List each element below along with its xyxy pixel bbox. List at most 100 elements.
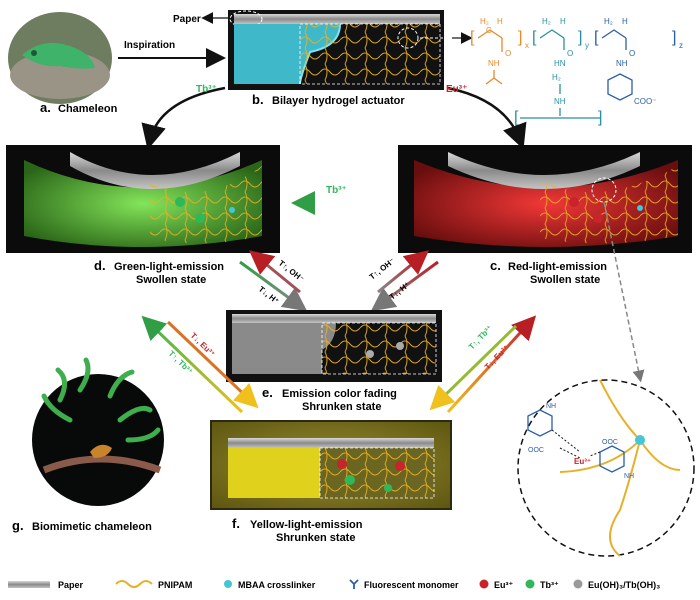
panel-caption-d: Green-light-emission	[114, 261, 224, 273]
right-reversible-arrows: T↑, OH⁻ T↓, H⁺	[368, 250, 439, 312]
red-paper-strip	[448, 152, 640, 189]
svg-text:NH: NH	[554, 97, 566, 106]
legend-label-eu: Eu³⁺	[494, 580, 513, 590]
legend-label-pnipam: PNIPAM	[158, 580, 192, 590]
panel-b: Paper b. Bilayer hydrogel actuator	[173, 10, 452, 107]
chameleon-icon	[22, 42, 95, 69]
green-paper-strip	[70, 152, 240, 189]
panel-letter-a: a.	[40, 100, 51, 115]
panel-c: c. Red-light-emission Swollen state	[398, 145, 692, 286]
panel-caption2-f: Shrunken state	[276, 532, 355, 544]
panel-caption-f: Yellow-light-emission	[250, 519, 363, 531]
legend-swatch-paper	[8, 581, 50, 588]
legend-label-hydroxide: Eu(OH)₃/Tb(OH)₃	[588, 580, 660, 590]
subscript-y: y	[585, 41, 589, 50]
svg-text:H₂: H₂	[542, 17, 551, 26]
zoom-circle	[517, 379, 695, 557]
legend-swatch-mbaa	[224, 580, 232, 588]
subscript-z: z	[679, 41, 683, 50]
tb-exchange-label: Tb³⁺	[326, 185, 347, 196]
gel-network	[300, 24, 440, 84]
panel-letter-c: c.	[490, 258, 501, 273]
panel-letter-b: b.	[252, 92, 264, 107]
legend-swatch-tb	[525, 579, 535, 589]
svg-text:[: [	[514, 109, 519, 126]
subscript-x: x	[525, 41, 529, 50]
eu-ion-label: Eu³⁺	[446, 84, 467, 95]
svg-text:O: O	[567, 49, 573, 58]
chemical-structure: [ H₂ H C O NH ] x [ H₂ H O HN H₂ NH [ ] …	[452, 17, 683, 126]
left-reversible-arrows: T↑, OH⁻ T↓, H⁺	[239, 250, 308, 312]
svg-text:H: H	[497, 17, 503, 26]
zoom-eu-label: Eu³⁺	[574, 457, 591, 466]
lower-right-arrows: T↑, Tb³⁺ T↓, Eu³⁺	[429, 315, 537, 414]
right-pair-up-label: T↑, OH⁻	[368, 256, 397, 281]
svg-text:COO⁻: COO⁻	[634, 97, 656, 106]
svg-text:[: [	[470, 29, 475, 46]
legend-label-paper: Paper	[58, 580, 84, 590]
legend-swatch-hydroxide	[573, 579, 583, 589]
faded-gel	[232, 323, 336, 374]
inspiration-label: Inspiration	[124, 40, 175, 51]
svg-text:O: O	[629, 49, 635, 58]
panel-f: f. Yellow-light-emission Shrunken state	[210, 420, 452, 544]
panel-e: e. Emission color fading Shrunken state	[226, 310, 442, 413]
svg-text:OOC: OOC	[528, 447, 544, 454]
svg-text:C: C	[486, 26, 492, 35]
right-pair-down-label: T↓, H⁺	[388, 280, 412, 301]
panel-caption-e: Emission color fading	[282, 388, 397, 400]
legend-swatch-eu	[479, 579, 489, 589]
inspiration-link: Inspiration	[118, 40, 226, 68]
zoom-inset: NH NH OOC OOC Eu³⁺	[517, 201, 695, 557]
left-pair-up-label: T↑, OH⁻	[277, 258, 306, 283]
panel-caption-b: Bilayer hydrogel actuator	[272, 95, 405, 107]
paper-label: Paper	[173, 14, 201, 25]
lower-right-eu-label: T↓, Eu³⁺	[483, 343, 511, 371]
svg-text:H₂: H₂	[480, 17, 489, 26]
paper-layer	[234, 14, 440, 24]
tb-exchange-arrow: Tb³⁺	[291, 185, 382, 215]
panel-letter-f: f.	[232, 516, 240, 531]
svg-text:H: H	[622, 17, 628, 26]
svg-text:]: ]	[578, 29, 582, 46]
svg-text:NH: NH	[616, 59, 628, 68]
panel-a: a. Chameleon	[8, 12, 118, 115]
panel-caption-g: Biomimetic chameleon	[32, 521, 152, 533]
svg-text:NH: NH	[488, 59, 500, 68]
panel-d: d. Green-light-emission Swollen state	[6, 145, 280, 286]
panel-caption2-e: Shrunken state	[302, 401, 381, 413]
svg-text:HN: HN	[554, 59, 566, 68]
svg-text:[: [	[594, 29, 599, 46]
svg-text:H: H	[560, 17, 566, 26]
panel-g: g. Biomimetic chameleon	[12, 357, 164, 533]
panel-letter-g: g.	[12, 518, 24, 533]
yellow-gel	[228, 448, 320, 498]
svg-text:H₂: H₂	[604, 17, 613, 26]
svg-text:NH: NH	[624, 473, 634, 480]
panel-letter-e: e.	[262, 385, 273, 400]
svg-text:]: ]	[518, 29, 522, 46]
legend-label-fluor: Fluorescent monomer	[364, 580, 459, 590]
svg-text:NH: NH	[546, 403, 556, 410]
mini-chameleon-icon	[90, 444, 112, 458]
svg-text:]: ]	[672, 29, 676, 46]
ion-branches: Tb³⁺ Eu³⁺	[141, 84, 527, 150]
svg-text:H₂: H₂	[552, 73, 561, 82]
lower-right-tb-label: T↑, Tb³⁺	[467, 324, 494, 352]
panel-caption-a: Chameleon	[58, 103, 118, 115]
legend: Paper PNIPAM MBAA crosslinker Fluorescen…	[8, 579, 660, 590]
svg-text:OOC: OOC	[602, 439, 618, 446]
panel-caption2-c: Swollen state	[530, 274, 600, 286]
panel-caption2-d: Swollen state	[136, 274, 206, 286]
legend-swatch-fluor	[349, 579, 359, 589]
svg-text:O: O	[505, 49, 511, 58]
panel-letter-d: d.	[94, 258, 106, 273]
legend-swatch-pnipam	[115, 580, 153, 588]
biomimetic-photo	[32, 374, 164, 506]
legend-label-tb: Tb³⁺	[540, 580, 559, 590]
legend-label-mbaa: MBAA crosslinker	[238, 580, 316, 590]
svg-text:[: [	[532, 29, 537, 46]
svg-text:]: ]	[598, 109, 602, 126]
tb-ion-label: Tb³⁺	[196, 84, 217, 95]
